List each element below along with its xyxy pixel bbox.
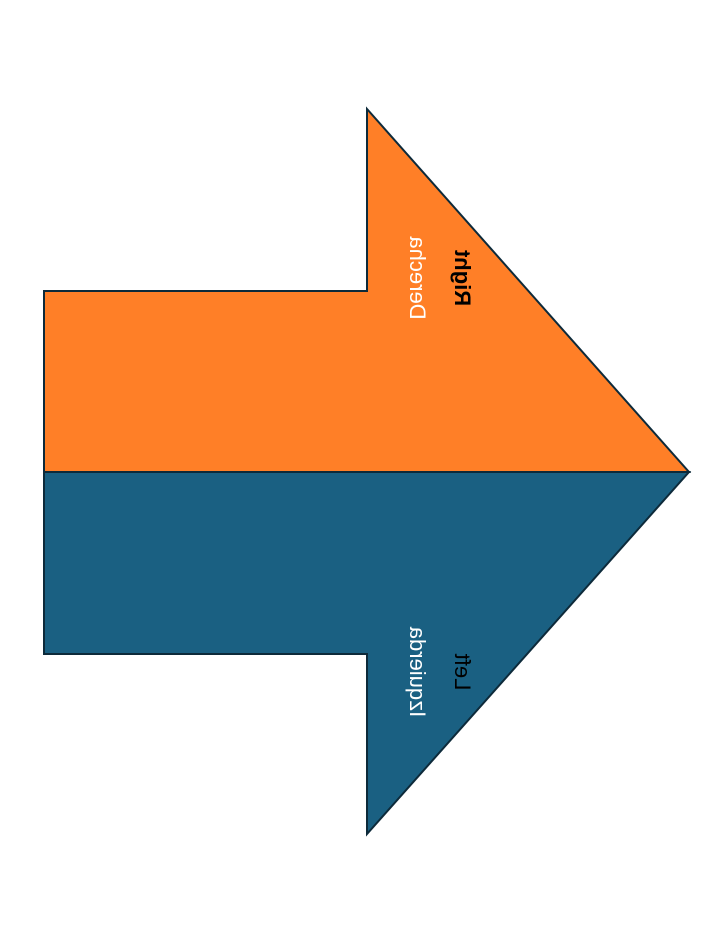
arrow-right-half <box>43 106 692 473</box>
left-label-es: Izquierda <box>405 626 430 717</box>
right-label-es: Derecha <box>405 236 430 320</box>
arrow-left-half <box>43 471 692 837</box>
left-label-en: Left <box>450 654 475 691</box>
right-label-en: Right <box>450 249 475 306</box>
